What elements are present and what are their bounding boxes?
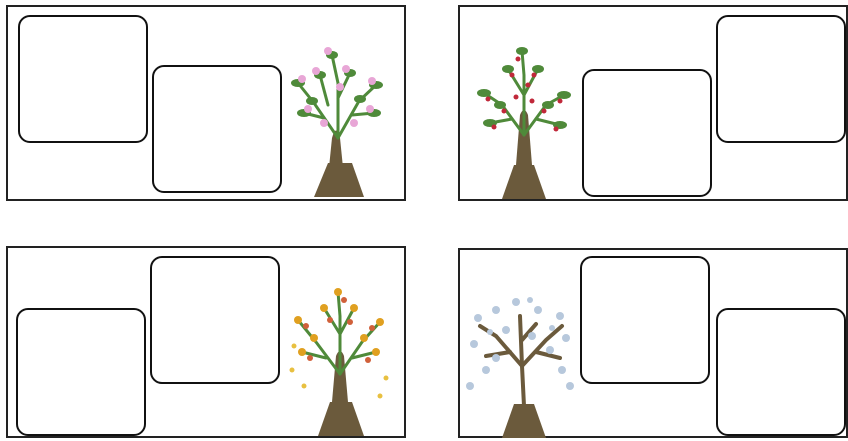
empty-box-5[interactable] bbox=[16, 308, 146, 436]
autumn-tree-icon bbox=[284, 286, 394, 436]
empty-box-2[interactable] bbox=[152, 65, 282, 193]
empty-box-4[interactable] bbox=[716, 15, 846, 143]
empty-box-6[interactable] bbox=[150, 256, 280, 384]
panel-winter bbox=[458, 248, 848, 438]
panel-summer bbox=[458, 5, 848, 201]
empty-box-3[interactable] bbox=[582, 69, 712, 197]
snow-tree-icon bbox=[466, 296, 576, 438]
panel-spring bbox=[6, 5, 406, 201]
empty-box-7[interactable] bbox=[580, 256, 710, 384]
blossom-tree-icon bbox=[284, 43, 394, 197]
panel-autumn bbox=[6, 246, 406, 438]
fruit-tree-icon bbox=[472, 45, 572, 199]
empty-box-1[interactable] bbox=[18, 15, 148, 143]
empty-box-8[interactable] bbox=[716, 308, 846, 436]
